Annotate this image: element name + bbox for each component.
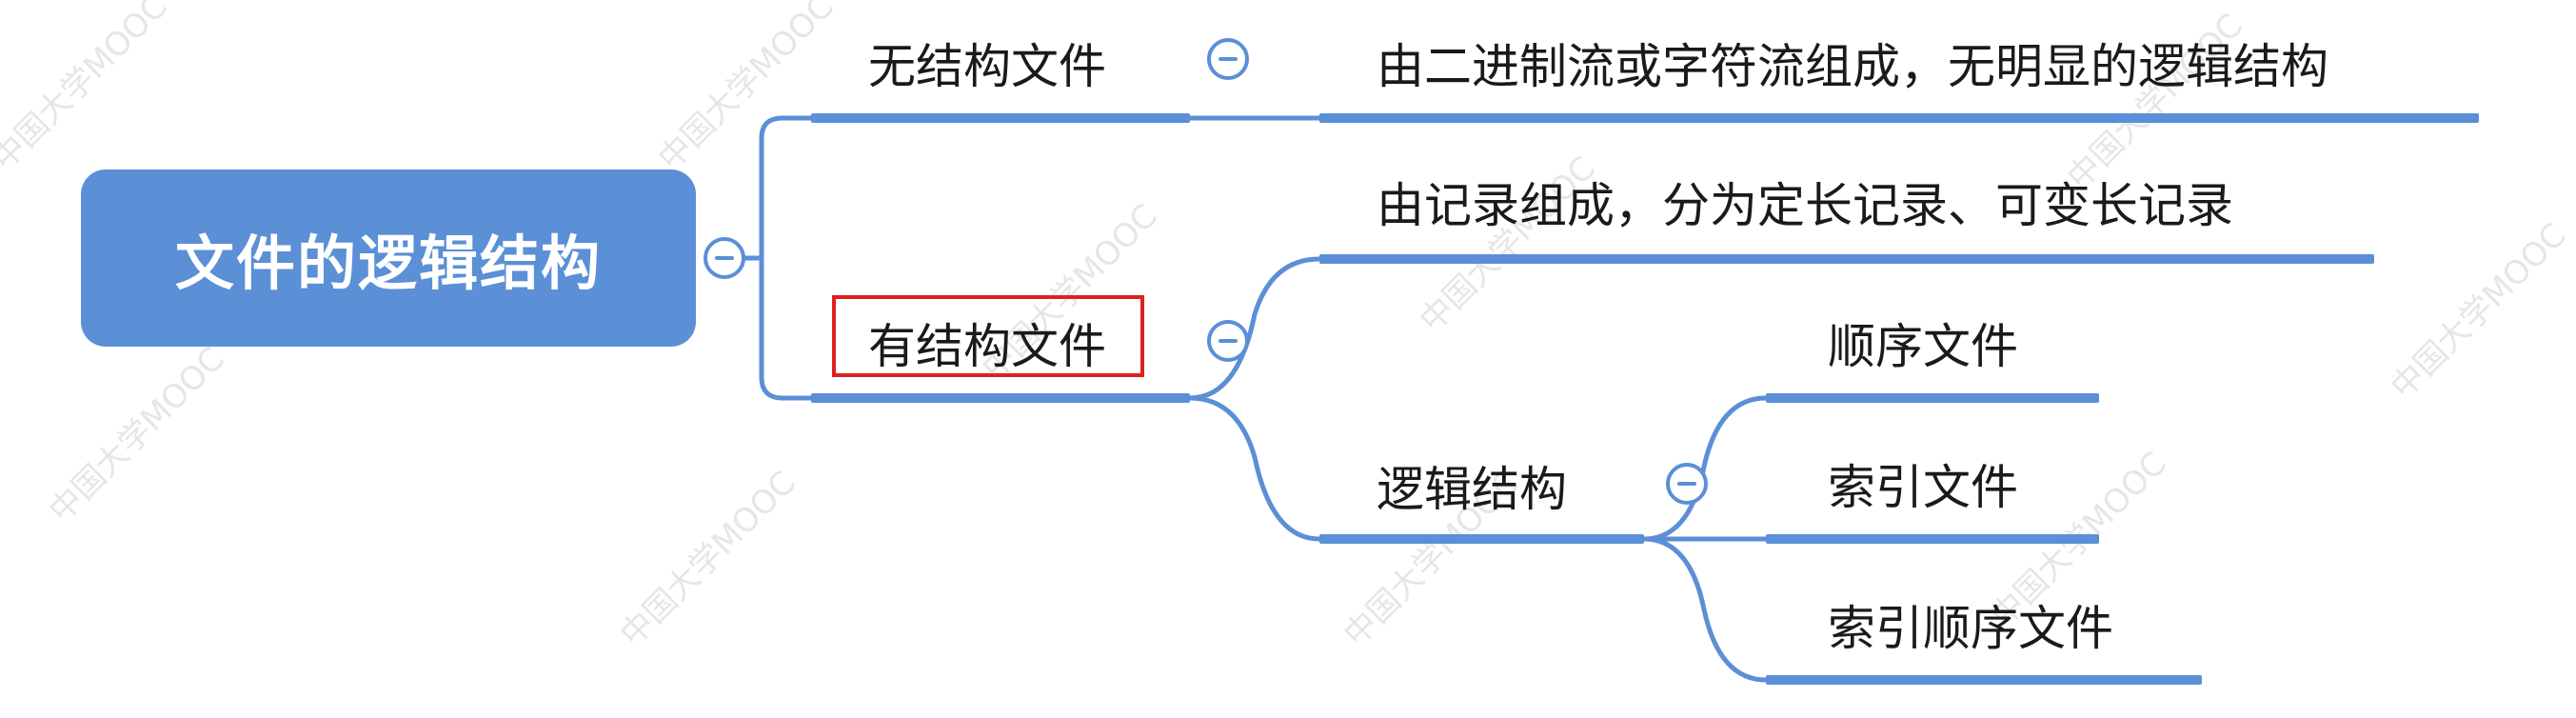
connector-structured-to-detail (1187, 256, 1322, 401)
structured-detail-underline (1319, 254, 2374, 264)
leaf-indexed-sequential-file[interactable]: 索引顺序文件 (1828, 601, 2113, 656)
connector-logical-to-indexed-sequential (1641, 536, 1769, 683)
minus-circle-icon[interactable] (1207, 38, 1249, 80)
connector-root-to-structured (759, 255, 814, 401)
unstructured-detail-underline (1319, 113, 2479, 123)
leaf-sequential-underline (1766, 393, 2099, 403)
leaf-indexed-sequential-underline (1766, 675, 2202, 685)
leaf-indexed-file[interactable]: 索引文件 (1828, 460, 2018, 515)
minus-circle-icon[interactable] (1666, 463, 1708, 505)
structured-detail-label[interactable]: 由记录组成，分为定长记录、可变长记录 (1377, 178, 2233, 233)
minus-circle-icon[interactable] (703, 237, 745, 279)
logical-structure-label[interactable]: 逻辑结构 (1377, 462, 1567, 517)
root-topic-label: 文件的逻辑结构 (174, 229, 602, 298)
leaf-sequential-file[interactable]: 顺序文件 (1828, 319, 2018, 374)
minus-circle-icon[interactable] (1207, 320, 1249, 362)
connector-structured-to-logical (1187, 395, 1322, 542)
leaf-indexed-underline (1766, 534, 2099, 544)
structured-file-label[interactable]: 有结构文件 (868, 319, 1106, 374)
highlight-box (832, 295, 1144, 377)
unstructured-detail-label[interactable]: 由二进制流或字符流组成，无明显的逻辑结构 (1377, 39, 2328, 94)
root-topic[interactable]: 文件的逻辑结构 (81, 170, 696, 347)
structured-file-underline (811, 393, 1190, 403)
unstructured-file-underline (811, 113, 1190, 123)
connector-logical-to-sequential (1641, 395, 1769, 542)
logical-structure-underline (1319, 534, 1644, 544)
connector-root-to-unstructured (759, 115, 814, 261)
unstructured-file-label[interactable]: 无结构文件 (868, 39, 1106, 94)
